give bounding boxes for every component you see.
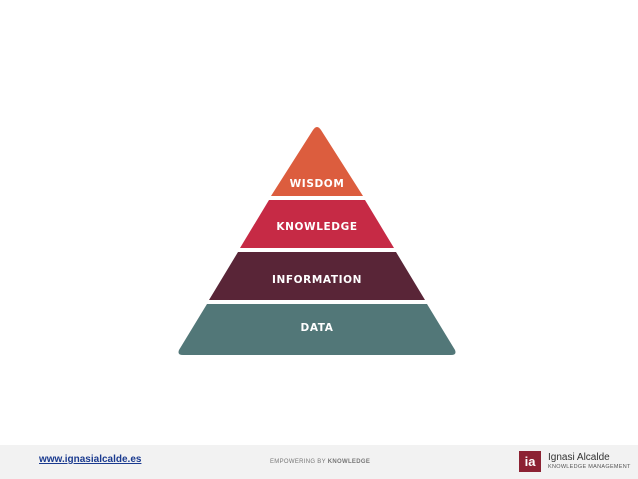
pyramid-tier-knowledge	[240, 200, 394, 248]
pyramid-label-information: INFORMATION	[272, 274, 362, 286]
tagline: EMPOWERING BY KNOWLEDGE	[270, 459, 370, 465]
dikw-pyramid: WISDOM KNOWLEDGE INFORMATION DATA	[178, 127, 456, 355]
pyramid-tier-information	[209, 252, 425, 300]
pyramid-tier-wisdom	[271, 127, 363, 196]
pyramid-label-wisdom: WISDOM	[290, 178, 345, 190]
pyramid-label-knowledge: KNOWLEDGE	[276, 221, 357, 233]
pyramid-tier-data	[178, 304, 456, 355]
pyramid-label-data: DATA	[301, 322, 334, 334]
tagline-strong: KNOWLEDGE	[327, 459, 371, 465]
brand-subtitle: KNOWLEDGE MANAGEMENT	[548, 464, 631, 470]
website-link[interactable]: www.ignasialcalde.es	[39, 454, 142, 465]
brand-name: Ignasi Alcalde	[548, 452, 610, 463]
tagline-prefix: EMPOWERING BY	[270, 459, 328, 465]
brand-logo: ia	[519, 451, 541, 472]
footer-bar: www.ignasialcalde.es EMPOWERING BY KNOWL…	[0, 445, 638, 479]
